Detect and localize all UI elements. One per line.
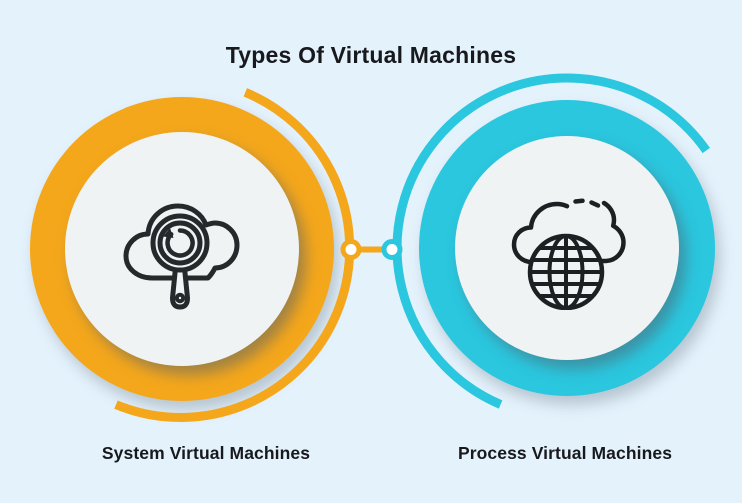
cloud-globe-icon	[511, 198, 626, 310]
process-vm-ring	[419, 100, 715, 396]
system-vm-ring	[30, 97, 334, 401]
system-vm-disc	[65, 132, 299, 366]
cloud-refresh-magnifier-icon	[123, 203, 240, 310]
orange-accent-arc	[114, 88, 355, 422]
process-vm-disc	[455, 136, 679, 360]
connector-node-left	[340, 239, 362, 260]
system-vm-label: System Virtual Machines	[101, 443, 311, 463]
page-title: Types Of Virtual Machines	[225, 42, 517, 68]
cyan-accent-arc	[392, 73, 710, 409]
process-vm-label: Process Virtual Machines	[457, 443, 673, 463]
connector-node-right	[381, 239, 403, 260]
